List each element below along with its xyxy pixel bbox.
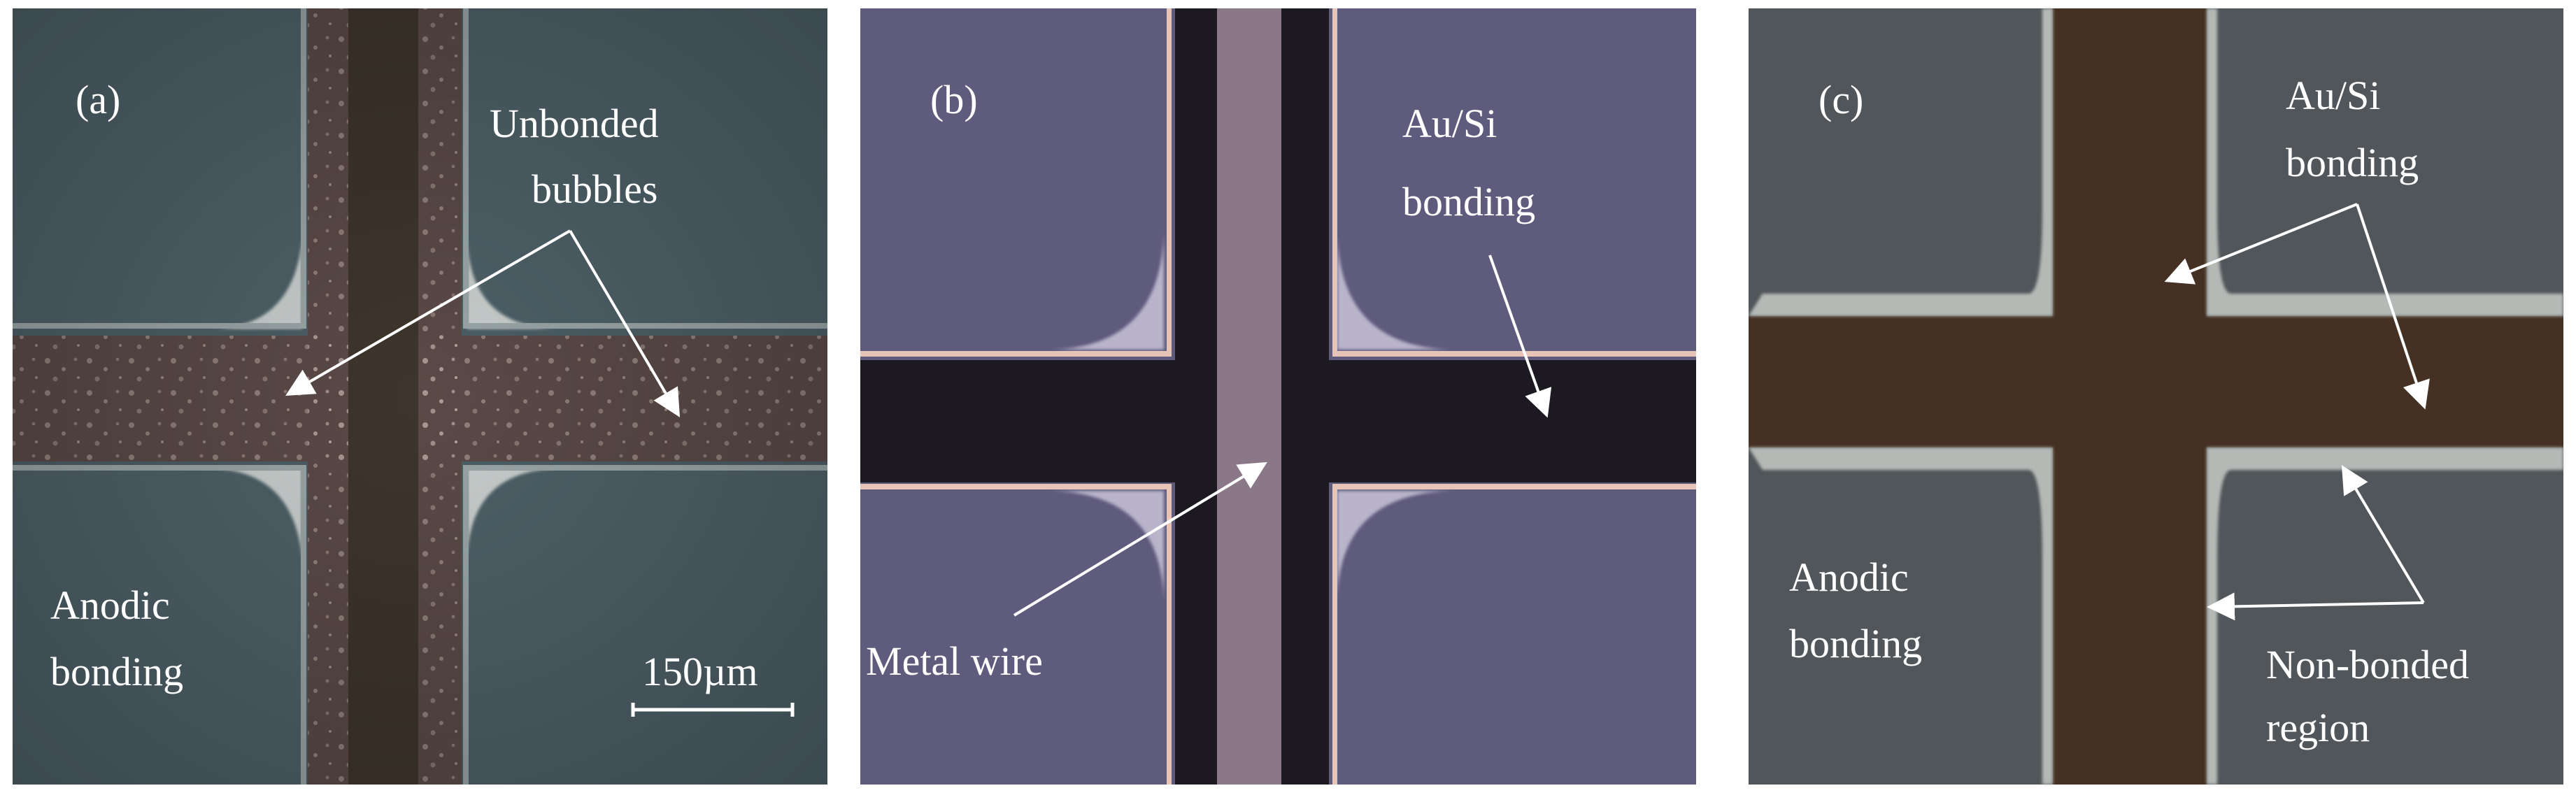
- panel-c-pad-top-right: [2207, 8, 2563, 316]
- panel-c-label-ausi-line2: bonding: [2286, 140, 2419, 185]
- panel-a: (a) Unbonded bubbles Anodic bonding 150µ…: [13, 8, 827, 785]
- panel-b-pad-top-left: [860, 8, 1172, 357]
- scale-bar: 150µm: [631, 649, 795, 717]
- panel-b-pad-top-right: [1332, 8, 1696, 357]
- panel-a-label-anodic-line2: bonding: [50, 649, 183, 694]
- panel-c-pad-bottom-right: [2207, 447, 2563, 785]
- panel-b-pad-bottom-left: [860, 484, 1172, 785]
- panel-a-label-unbonded-line1: Unbonded: [490, 101, 659, 146]
- scale-bar-label: 150µm: [642, 649, 758, 694]
- panel-c-arrow-nonbonded-left: [2207, 592, 2424, 621]
- panel-b-label-ausi-line1: Au/Si: [1402, 101, 1497, 146]
- panel-a-arrow-to-bubbles-left: [285, 229, 571, 396]
- panel-a-label-anodic-line1: Anodic: [50, 582, 170, 628]
- panel-c-tag: (c): [1819, 77, 1863, 122]
- panel-c: (c) Au/Si bonding Anodic bonding Non-bon…: [1749, 8, 2563, 785]
- panel-a-tag: (a): [76, 77, 120, 122]
- panel-c-label-nonbonded-line1: Non-bonded: [2266, 642, 2469, 687]
- panel-b-arrow-to-ausi: [1488, 255, 1552, 418]
- panel-a-arrow-to-bubbles-right: [569, 229, 681, 417]
- panel-b-pad-bottom-right: [1332, 484, 1696, 785]
- panel-c-label-anodic-line1: Anodic: [1789, 554, 1909, 600]
- panel-b-arrow-to-wire: [1013, 461, 1267, 617]
- panel-b: (b) Au/Si bonding Metal wire: [860, 8, 1696, 785]
- panel-c-arrow-ausi-right: [2356, 203, 2430, 410]
- panel-c-label-ausi-line1: Au/Si: [2286, 73, 2380, 118]
- panel-c-pad-bottom-left: [1749, 447, 2053, 785]
- panel-b-label-ausi-line2: bonding: [1402, 179, 1535, 224]
- panel-c-arrow-nonbonded-up: [2341, 465, 2425, 604]
- panel-c-label-nonbonded-line2: region: [2266, 705, 2370, 750]
- panel-b-tag: (b): [930, 77, 978, 122]
- panel-c-pad-top-left: [1749, 8, 2053, 316]
- panel-c-label-anodic-line2: bonding: [1789, 621, 1922, 666]
- panel-b-metal-wire: [1217, 8, 1281, 785]
- panel-c-arrow-ausi-left: [2164, 203, 2358, 285]
- panel-a-label-unbonded-line2: bubbles: [532, 166, 657, 212]
- panel-b-label-metal-wire: Metal wire: [866, 638, 1043, 684]
